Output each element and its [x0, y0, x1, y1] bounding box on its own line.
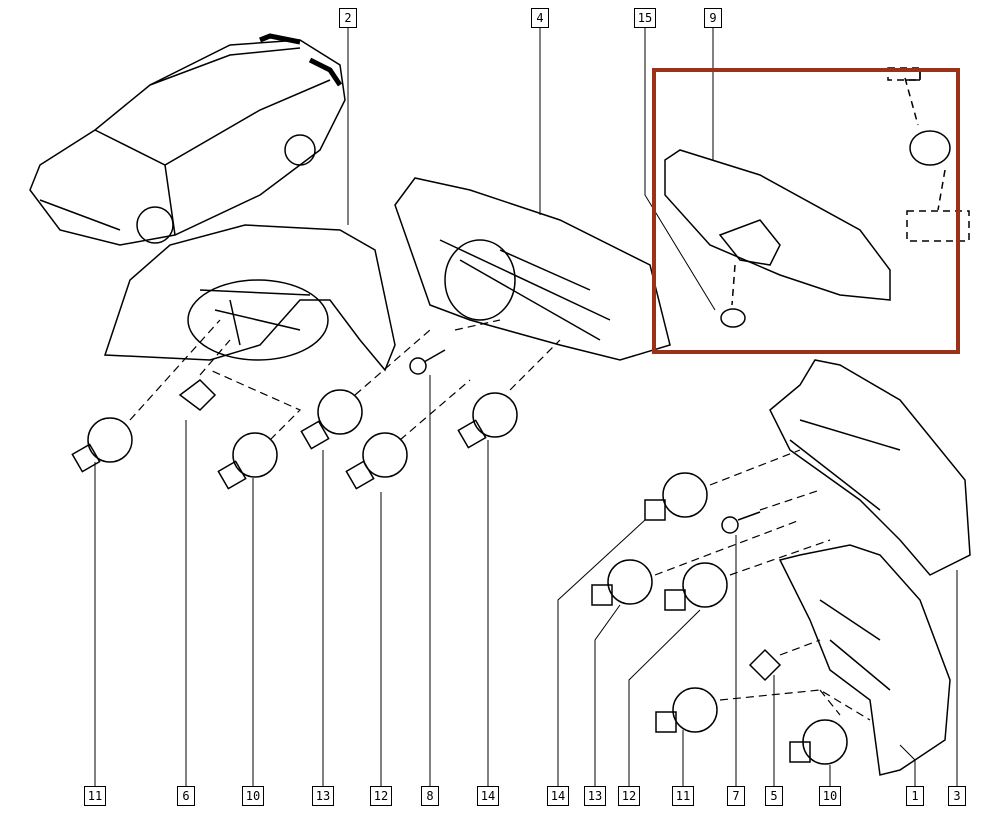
callout-9: 9: [704, 8, 722, 28]
callout-6: 6: [177, 786, 195, 806]
callout-12: 12: [370, 786, 392, 806]
callout-14: 14: [547, 786, 569, 806]
callout-4: 4: [531, 8, 549, 28]
assembly-lines: [129, 319, 871, 721]
leader-lines: [94, 26, 958, 787]
lamp-assembly-3: [769, 359, 971, 576]
callout-2: 2: [339, 8, 357, 28]
callout-7: 7: [727, 786, 745, 806]
callout-10: 10: [242, 786, 264, 806]
car-illustration: [29, 33, 346, 246]
lamp-assembly-2: [103, 224, 396, 372]
lamp-assembly-1: [778, 544, 951, 776]
callout-11: 11: [672, 786, 694, 806]
callout-12: 12: [618, 786, 640, 806]
callout-10: 10: [819, 786, 841, 806]
callout-8: 8: [421, 786, 439, 806]
callout-1: 1: [906, 786, 924, 806]
callout-5: 5: [765, 786, 783, 806]
callout-3: 3: [948, 786, 966, 806]
callout-11: 11: [84, 786, 106, 806]
callout-15: 15: [634, 8, 656, 28]
lamp-assembly-4: [394, 177, 671, 361]
callout-14: 14: [477, 786, 499, 806]
highlight-box: [652, 68, 960, 354]
callout-13: 13: [584, 786, 606, 806]
callout-13: 13: [312, 786, 334, 806]
bulbs: [71, 349, 848, 765]
